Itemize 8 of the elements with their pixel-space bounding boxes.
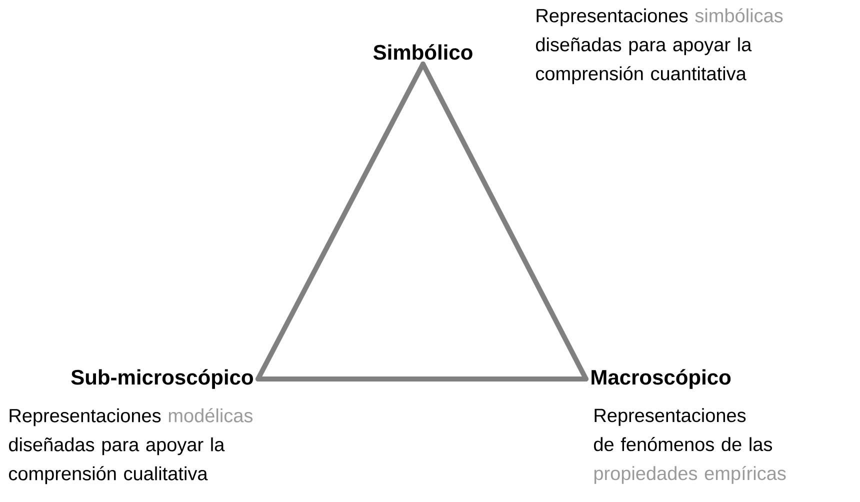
triangle-side	[420, 62, 588, 382]
description-text: Representaciones de fenómenos de las propiedades empíricas	[594, 408, 786, 484]
description-text: Representaciones simbólicas diseñadas para apoyar la comprensión cuantitativa	[536, 8, 783, 84]
triangle-side	[256, 376, 588, 382]
vertex-label: Simbólico	[373, 44, 472, 60]
vertex-label: Macroscópico	[592, 369, 731, 389]
vertex-label: Sub-microscópico	[71, 369, 253, 389]
description-text: Representaciones modélicas diseñadas para apoyar la comprensión cualitativa	[9, 408, 253, 484]
